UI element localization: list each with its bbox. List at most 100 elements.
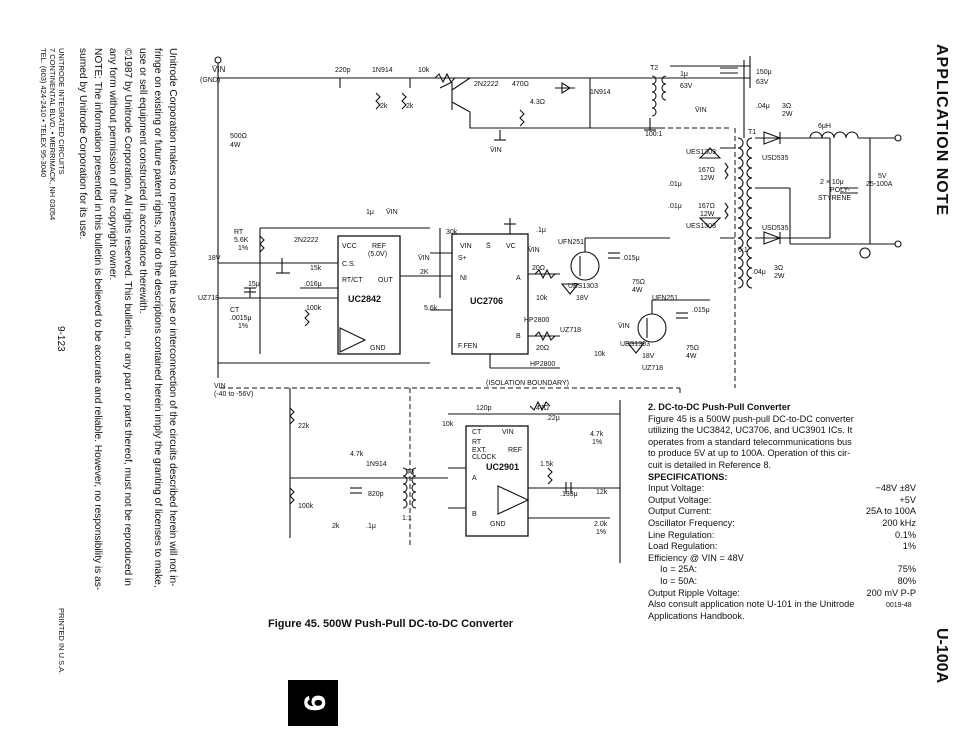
disclaimer-line-3: use or sell equipment constructed in acc…	[137, 48, 148, 314]
lbl-uz718b: UZ718	[560, 327, 581, 334]
spec-row: Output Current:25A to 100A	[648, 506, 916, 518]
spec-row: Input Voltage:−48V ±8V	[648, 483, 916, 495]
lbl-ratio11: 1:1	[402, 515, 412, 522]
lbl-4wb: 4W	[632, 287, 643, 294]
address-line-2: 7 CONTINENTAL BLVD. • MERRIMACK, NH 0305…	[48, 48, 57, 221]
specs-body-line-5: cuit is detailed in Reference 8.	[648, 459, 772, 470]
lbl-12k: 12k	[596, 489, 608, 496]
lbl-1n914a: 1N914	[372, 67, 393, 74]
lbl-rt56k: 5.6K	[234, 237, 249, 244]
input-section	[214, 56, 751, 378]
spec-label: Oscillator Frequency:	[648, 517, 735, 528]
lbl-4-7k-a: 4.7k	[350, 451, 364, 458]
specs-footer-line-1: Also consult application note U-101 in t…	[648, 599, 855, 610]
address-line-3: TEL. (603) 424-2410 • TELEX 95-3040	[39, 48, 48, 178]
lbl-10k-c: 10k	[594, 351, 606, 358]
lbl-10k-a: 10k	[418, 67, 430, 74]
lbl-500: 500Ω	[230, 133, 247, 140]
lbl-133: .133μ	[560, 491, 578, 498]
lbl-ufn251b: UFN251	[652, 295, 678, 302]
lbl-1pct-a: 1%	[592, 439, 602, 446]
disclaimer-line-7: sumed by Unitrode Corporation for its us…	[77, 48, 88, 240]
lbl-63va: 63V	[680, 83, 693, 90]
lbl-usd535a: USD535	[762, 155, 789, 162]
lbl-12wa: 12W	[700, 175, 715, 182]
lbl-2wa: 2W	[782, 111, 793, 118]
mosfet-stage	[560, 237, 710, 354]
specs-body-line-2: utilizing the UC3842, UC3706, and UC3901…	[648, 425, 853, 436]
lbl-vin-bot: VIN	[214, 383, 226, 390]
lbl-t1: T1	[748, 129, 756, 136]
lbl-ufn251a: UFN251	[558, 239, 584, 246]
spec-row: Oscillator Frequency:200 kHz	[648, 518, 916, 530]
lbl-vin2901: VIN	[502, 429, 514, 436]
lbl-rt2: RT	[472, 439, 482, 446]
lbl-hp2800b: HP2800	[530, 361, 555, 368]
lbl-uc2842: UC2842	[348, 294, 381, 304]
lbl-22k: 22k	[298, 423, 310, 430]
lbl-cs: C.S.	[342, 261, 356, 268]
lbl-1n914b: 1N914	[590, 89, 611, 96]
ripple-value: 200 mV P-P	[866, 587, 916, 598]
lbl-ct2: CT	[472, 429, 482, 436]
disclaimer-line-1: Unitrode Corporation makes no representa…	[167, 48, 178, 587]
lbl-vin-top: V̄IN	[212, 65, 226, 74]
lbl-vin-mid: V̄IN	[695, 106, 707, 114]
lbl-isolation: (ISOLATION BOUNDARY)	[486, 380, 569, 387]
lbl-10k-b: 10k	[536, 295, 548, 302]
specifications-panel: 2. DC-to-DC Push-Pull Converter Figure 4…	[648, 402, 916, 622]
lbl-ues1303b: UES1303	[686, 223, 716, 230]
lbl-clock: CLOCK	[472, 454, 496, 461]
lbl-c1u-c: .1μ	[366, 523, 376, 530]
schematic-labels: V̄IN (GND) 220p 1N914 10k 2N2222 470Ω 1N…	[198, 65, 893, 536]
specs-body-line-1: Figure 45 is a 500W push-pull DC-to-DC c…	[648, 413, 854, 424]
specs-footer-line-2: Applications Handbook.	[648, 610, 745, 621]
lbl-vc: VC	[506, 243, 516, 250]
lbl-c01b: .01μ	[668, 203, 682, 210]
lbl-vin-f: V̄IN	[618, 322, 630, 330]
lbl-t3: T3	[406, 469, 414, 476]
lbl-15u: 15μ	[248, 281, 260, 288]
lbl-vin2706: VIN	[460, 243, 472, 250]
spec-row: Line Regulation:0.1%	[648, 530, 916, 542]
lbl-10k-d: 10k	[442, 421, 454, 428]
lbl-2n2222-a: 2N2222	[474, 81, 499, 88]
lbl-c1u-b: .1μ	[536, 227, 546, 234]
spec-label: Input Voltage:	[648, 483, 705, 494]
lbl-ues1303a: UES1303	[686, 149, 716, 156]
lbl-b2: B	[472, 511, 477, 518]
lbl-56k: 5.6k	[424, 305, 438, 312]
lbl-rtct: RT/CT	[342, 277, 363, 284]
lbl-ct1pct: 1%	[238, 323, 248, 330]
spec-value: 25A to 100A	[865, 506, 916, 517]
eff-value: 80%	[897, 575, 916, 586]
lbl-ct: CT	[230, 307, 240, 314]
lbl-b: B	[516, 333, 521, 340]
lbl-ffen: F.FEN	[458, 343, 477, 350]
lbl-c01a: .01μ	[668, 181, 682, 188]
lbl-2k-c: 2K	[420, 269, 429, 276]
doc-number: U-100A	[933, 628, 950, 684]
lbl-167b: 167Ω	[698, 203, 715, 210]
lbl-75a: 75Ω	[632, 279, 645, 286]
lbl-25a: 25-100A	[866, 181, 893, 188]
schematic-diagram: V̄IN (GND) 220p 1N914 10k 2N2222 470Ω 1N…	[198, 56, 902, 563]
lbl-uz718a: UZ718	[198, 295, 219, 302]
lbl-a2: A	[472, 475, 477, 482]
spec-label: Line Regulation:	[648, 529, 715, 540]
lbl-2k-d: 2k	[332, 523, 340, 530]
lbl-18vc: 18V	[642, 353, 655, 360]
uc2706-chip	[430, 218, 560, 369]
lbl-30k: 30k	[446, 229, 458, 236]
lbl-2-0k: 2.0k	[594, 521, 608, 528]
spec-value: +5V	[899, 494, 916, 505]
lbl-t2: T2	[650, 65, 658, 72]
lbl-hp2800a: HP2800	[524, 317, 549, 324]
lbl-uz718c: UZ718	[642, 365, 663, 372]
specs-title: 2. DC-to-DC Push-Pull Converter	[648, 402, 791, 412]
lbl-ratio100: 100:1	[645, 131, 663, 138]
lbl-5v: 5V	[878, 173, 887, 180]
lbl-vin-c: V̄IN	[386, 208, 398, 216]
lbl-2n2222-b: 2N2222	[294, 237, 319, 244]
figure-caption: Figure 45. 500W Push-Pull DC-to-DC Conve…	[268, 618, 514, 630]
